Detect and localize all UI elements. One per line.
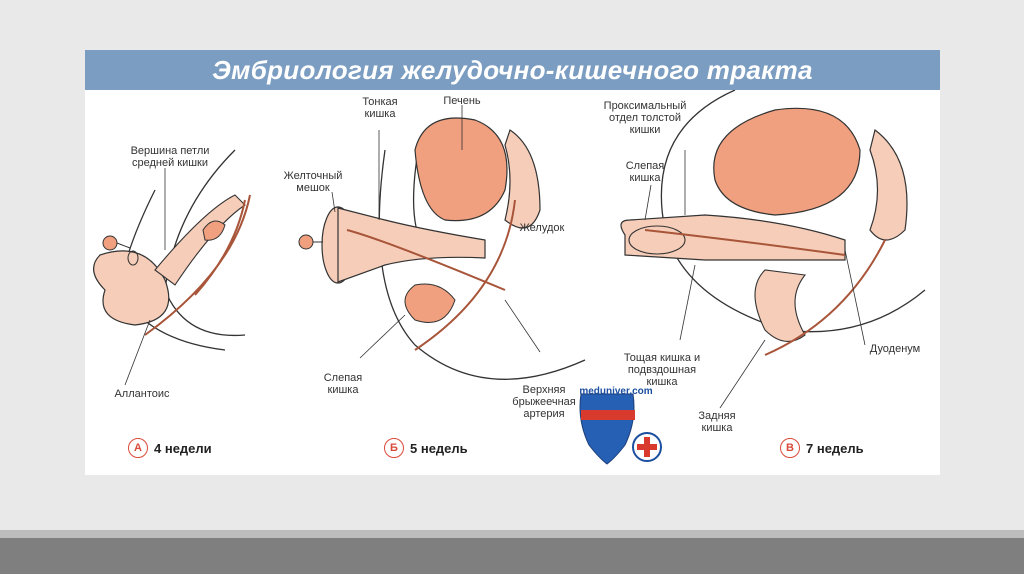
label-liver: Печень [432, 95, 492, 107]
label-allantois: Аллантоис [102, 388, 182, 400]
panel-b-badge: Б [384, 438, 404, 458]
panel-c-badge: В [780, 438, 800, 458]
panel-a-caption: А 4 недели [128, 438, 212, 458]
panel-b-age: 5 недель [410, 441, 468, 456]
panel-a-drawing [94, 150, 250, 385]
label-stomach: Желудок [510, 222, 574, 234]
label-duodenum: Дуоденум [860, 343, 930, 355]
bottom-band-light [0, 530, 1024, 538]
watermark-text: meduniver.com [576, 386, 656, 397]
panel-c-caption: В 7 недель [780, 438, 864, 458]
watermark-logo-shape [580, 394, 661, 464]
panel-a-age: 4 недели [154, 441, 212, 456]
panel-b-drawing [299, 105, 585, 379]
panel-b-caption: Б 5 недель [384, 438, 468, 458]
figure-title: Эмбриология желудочно-кишечного тракта [85, 50, 940, 90]
panel-c-age: 7 недель [806, 441, 864, 456]
bottom-band [0, 538, 1024, 574]
panel-a-badge: А [128, 438, 148, 458]
